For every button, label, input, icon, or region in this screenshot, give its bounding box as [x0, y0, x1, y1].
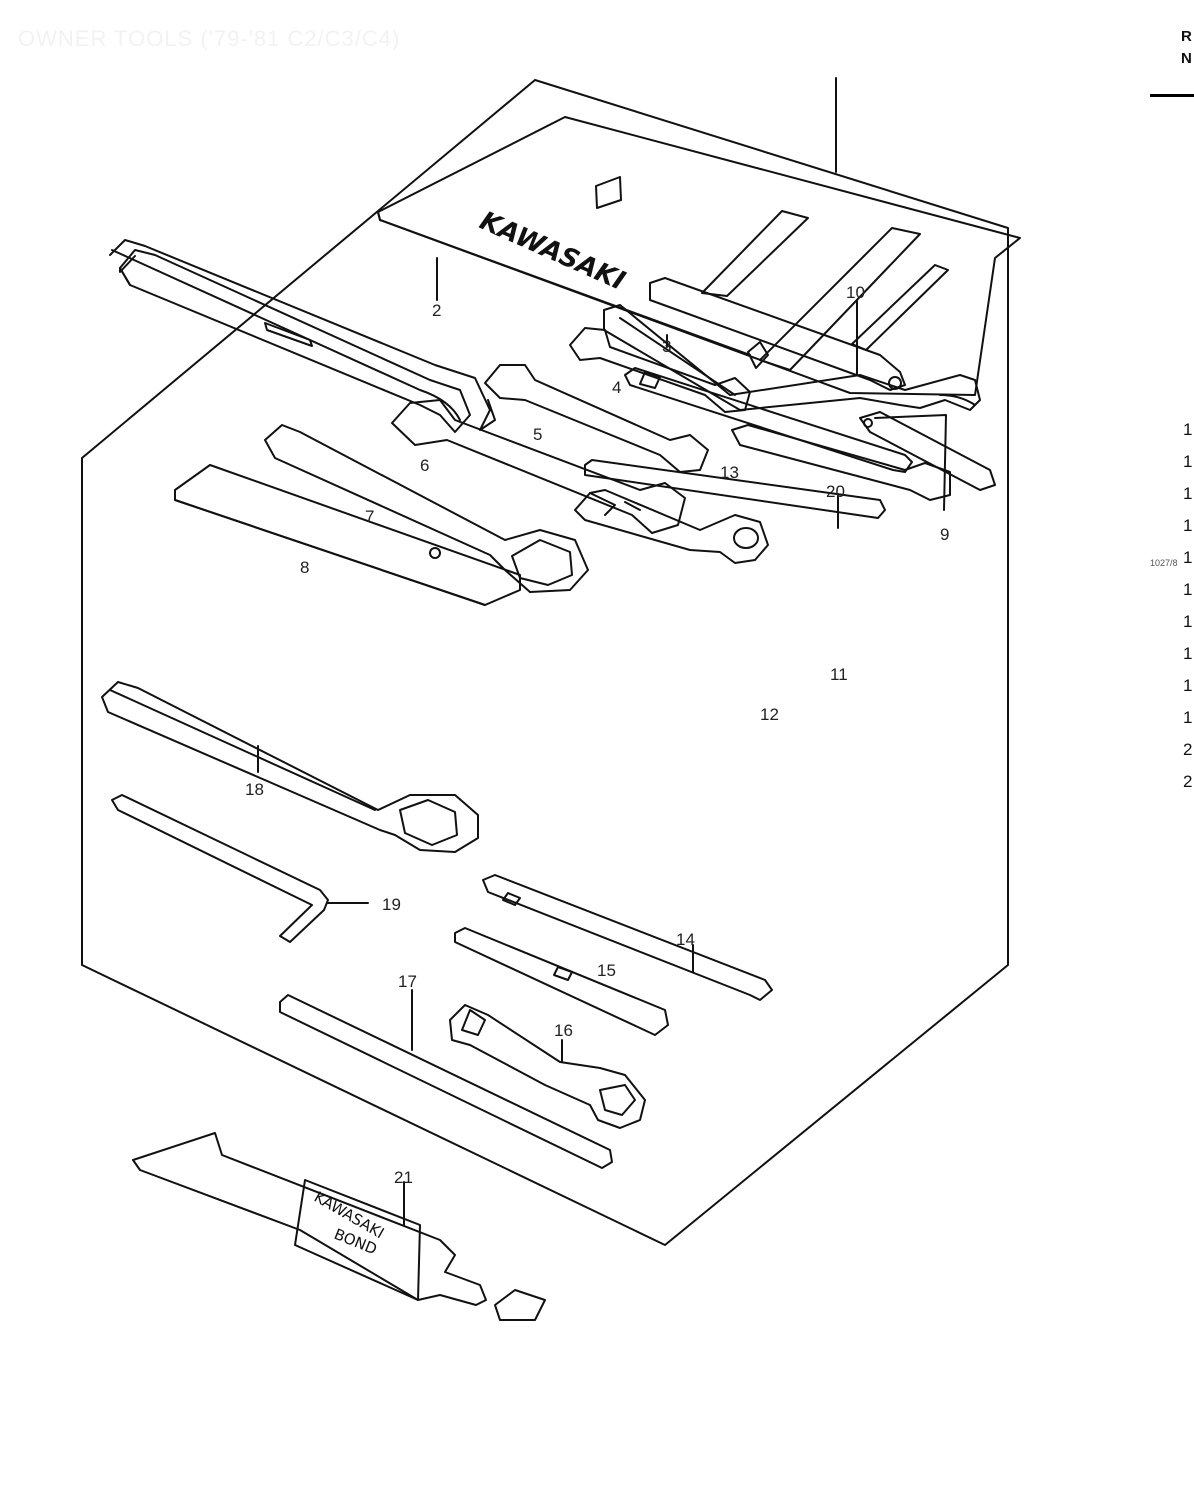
- header-rule: [1150, 94, 1194, 97]
- side-item: 2: [1183, 740, 1193, 759]
- blade-7: [174, 464, 521, 606]
- callout-3: 3: [662, 337, 671, 356]
- callout-5: 5: [533, 425, 542, 444]
- callout-15: 15: [597, 961, 616, 980]
- callout-18: 18: [245, 780, 264, 799]
- callout-20: 20: [826, 482, 845, 501]
- tool-9: [859, 411, 996, 511]
- bond-tube-21: [132, 1132, 546, 1321]
- callout-4: 4: [612, 378, 621, 397]
- callout-11: 11: [830, 665, 848, 684]
- callout-7: 7: [365, 507, 374, 526]
- callout-8: 8: [300, 558, 309, 577]
- side-item: 1: [1183, 548, 1193, 567]
- boundary-frame: [81, 79, 1009, 1246]
- side-item: 1: [1183, 452, 1193, 471]
- callout-12: 12: [760, 705, 779, 724]
- side-item: 1: [1183, 516, 1193, 535]
- wrench-4: [484, 364, 709, 473]
- tool-roll: [377, 116, 1021, 396]
- callout-9: 9: [940, 525, 949, 544]
- screwdriver-12: [584, 459, 886, 519]
- callout-21: 21: [394, 1168, 413, 1187]
- side-item: 2: [1183, 772, 1193, 791]
- diagram-title: OWNER TOOLS ('79-'81 C2/C3/C4): [18, 26, 401, 51]
- callout-13: 13: [720, 463, 739, 482]
- callout-19: 19: [382, 895, 401, 914]
- callout-2: 2: [432, 301, 441, 320]
- header-col1: R: [1181, 28, 1192, 45]
- bar-15: [454, 927, 669, 1036]
- ring-spanner-6: [264, 424, 589, 593]
- hook-spanner-8: [109, 239, 496, 433]
- ring-spanner-18: [101, 681, 479, 853]
- side-item: 1: [1183, 484, 1193, 503]
- callout-6: 6: [420, 456, 429, 475]
- side-item: 1: [1183, 644, 1193, 663]
- callout-10: 10: [846, 283, 865, 302]
- screwdriver-14: [482, 874, 773, 1001]
- rod-17: [279, 989, 613, 1169]
- handle-13: [574, 489, 769, 564]
- screwdriver-11: [624, 367, 913, 473]
- side-item: 1: [1183, 612, 1193, 631]
- side-item: 1: [1183, 580, 1193, 599]
- callout-17: 17: [398, 972, 417, 991]
- side-item: 1: [1183, 420, 1193, 439]
- pliers-10: [603, 277, 981, 411]
- side-item: 1: [1183, 708, 1193, 727]
- box-spanner-16: [449, 1004, 646, 1129]
- callout-16: 16: [554, 1021, 573, 1040]
- hex-key-19: [111, 794, 369, 943]
- side-item: 1: [1183, 676, 1193, 695]
- header-col2: N: [1181, 50, 1192, 67]
- footnote: 1027/8: [1150, 558, 1178, 568]
- callout-14: 14: [676, 930, 695, 949]
